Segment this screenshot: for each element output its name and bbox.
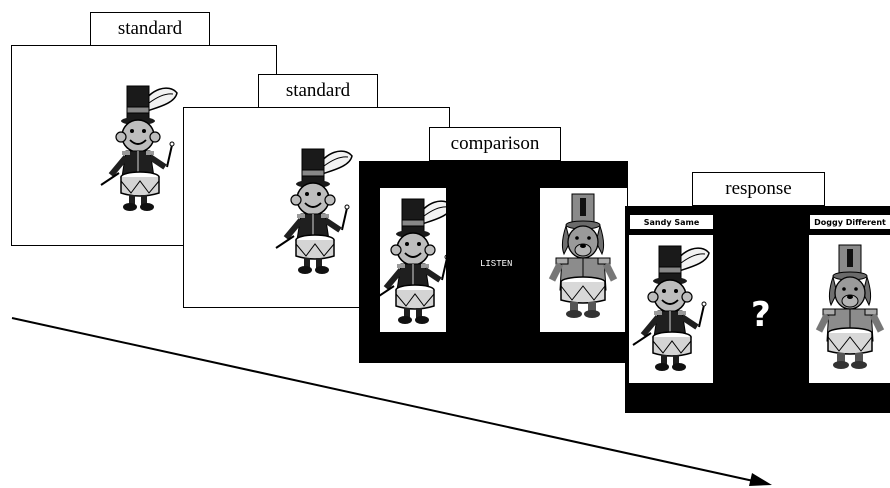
standard-label-2: standard [258, 74, 378, 108]
response-label: response [692, 172, 825, 206]
comparison-frame: LISTEN [359, 161, 628, 363]
comparison-label: comparison [429, 127, 561, 161]
response-frame: Sandy Same ? Doggy Different [625, 206, 890, 413]
sandy-same-label: Sandy Same [629, 214, 714, 230]
standard-label-1: standard [90, 12, 210, 46]
listen-text: LISTEN [480, 259, 513, 269]
question-mark: ? [751, 295, 771, 335]
response-right-panel [809, 235, 890, 383]
doggy-different-label: Doggy Different [809, 214, 890, 230]
comparison-left-panel [380, 188, 446, 332]
response-left-panel [629, 235, 713, 383]
comparison-right-panel [540, 188, 627, 332]
